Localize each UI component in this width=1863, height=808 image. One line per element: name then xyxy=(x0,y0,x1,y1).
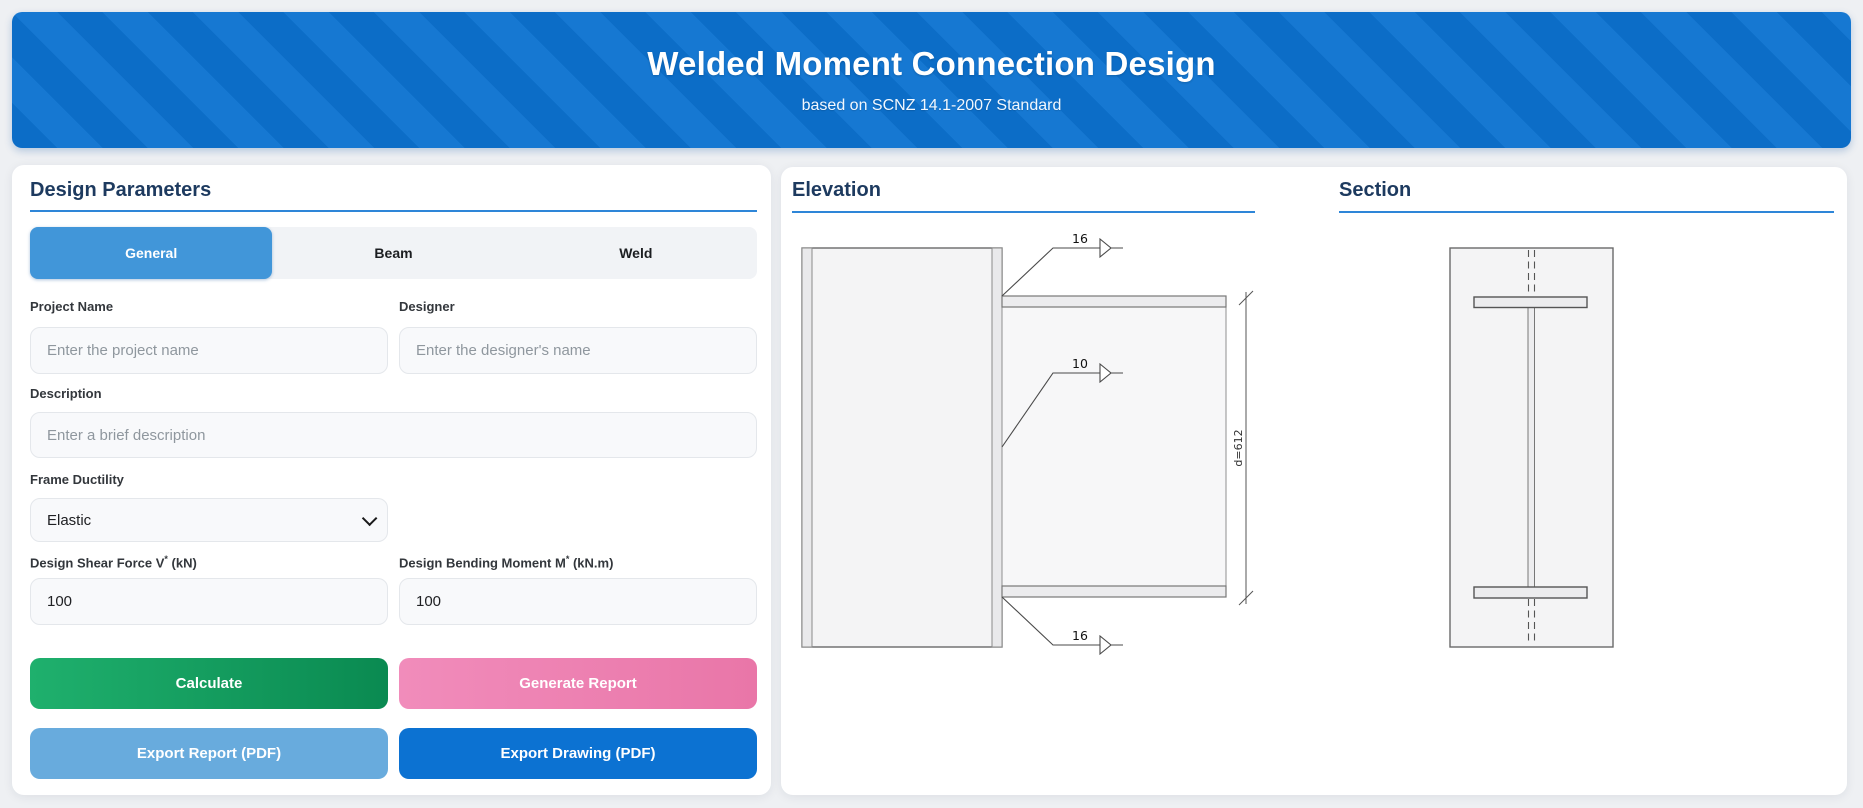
weld-size-bottom-label: 16 xyxy=(1072,628,1088,643)
frame-ductility-label: Frame Ductility xyxy=(30,472,124,487)
weld-leader-bottom xyxy=(1001,596,1123,656)
tab-beam[interactable]: Beam xyxy=(374,245,413,261)
drawings-card: Elevation Section 16 xyxy=(781,167,1847,795)
generate-report-button[interactable]: Generate Report xyxy=(399,658,757,709)
section-beam-top-flange xyxy=(1473,296,1588,309)
elevation-column xyxy=(801,247,1003,648)
designer-input[interactable] xyxy=(399,327,757,374)
section-title: Section xyxy=(1339,179,1412,201)
description-label: Description xyxy=(30,386,102,401)
section-view xyxy=(1449,247,1614,648)
section-beam-web xyxy=(1527,306,1535,588)
elevation-beam xyxy=(1001,295,1227,598)
designer-label: Designer xyxy=(399,299,455,314)
tab-weld[interactable]: Weld xyxy=(619,245,653,261)
tab-general[interactable]: General xyxy=(30,227,273,279)
elevation-rule xyxy=(792,211,1255,213)
app-header-banner: Welded Moment Connection Design based on… xyxy=(12,12,1851,148)
frame-ductility-select[interactable]: Elastic xyxy=(30,498,388,542)
project-name-label: Project Name xyxy=(30,299,114,314)
weld-size-middle-label: 10 xyxy=(1072,356,1088,371)
page-subtitle: based on SCNZ 14.1-2007 Standard xyxy=(801,97,1062,114)
description-input[interactable] xyxy=(30,412,757,458)
connection-drawings-svg: 16 10 16 d=612 xyxy=(801,231,1614,656)
design-parameters-title: Design Parameters xyxy=(30,179,212,201)
parameters-tabbar: General Beam Weld xyxy=(30,227,757,279)
calculate-button[interactable]: Calculate xyxy=(30,658,388,709)
frame-ductility-value: Elastic xyxy=(47,511,92,529)
bending-moment-input[interactable] xyxy=(399,578,757,625)
shear-force-label: Design Shear Force V* (kN) xyxy=(30,554,197,571)
export-drawing-pdf-button[interactable]: Export Drawing (PDF) xyxy=(399,728,757,779)
section-centerlines xyxy=(1527,250,1536,645)
page-title: Welded Moment Connection Design xyxy=(647,45,1216,82)
section-beam-bottom-flange xyxy=(1473,586,1588,599)
export-report-pdf-button[interactable]: Export Report (PDF) xyxy=(30,728,388,779)
beam-depth-dimension xyxy=(1238,290,1254,606)
design-parameters-rule xyxy=(30,210,757,212)
design-parameters-card: Design Parameters General Beam Weld Proj… xyxy=(12,165,771,795)
chevron-down-icon xyxy=(361,510,378,526)
beam-depth-dimension-label: d=612 xyxy=(1232,429,1245,466)
project-name-input[interactable] xyxy=(30,327,388,374)
bending-moment-label: Design Bending Moment M* (kN.m) xyxy=(399,554,614,571)
weld-leader-top xyxy=(1001,237,1123,297)
section-rule xyxy=(1339,211,1834,213)
weld-size-top-label: 16 xyxy=(1072,231,1088,246)
elevation-title: Elevation xyxy=(792,179,881,201)
shear-force-input[interactable] xyxy=(30,578,388,625)
weld-leader-middle xyxy=(1001,362,1123,448)
